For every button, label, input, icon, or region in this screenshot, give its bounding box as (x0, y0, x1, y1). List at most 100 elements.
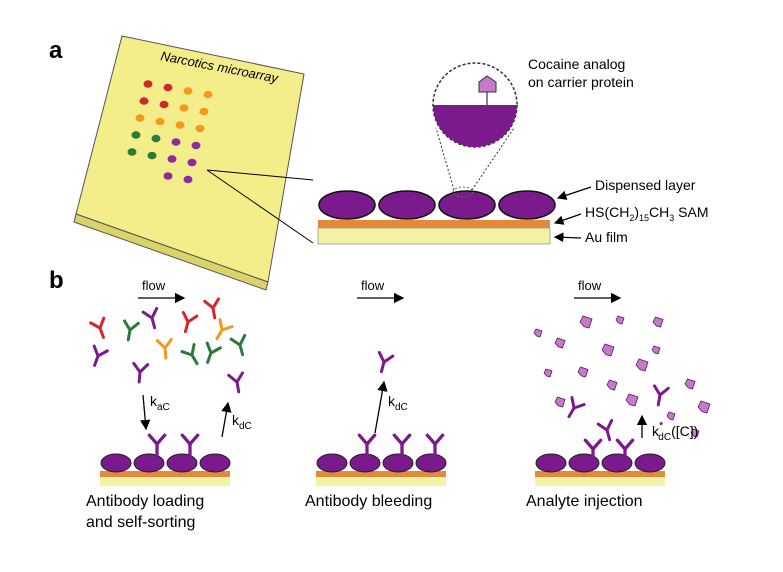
antibody-arm (186, 314, 199, 324)
antibody-arm (583, 438, 595, 451)
analyte-fragment (577, 366, 589, 378)
label-sam: HS(CH2)15CH3 SAM (585, 204, 709, 223)
array-dot (143, 80, 153, 88)
step3-au-film (535, 477, 665, 486)
antibody-arm (652, 384, 662, 397)
antibody-arm (227, 373, 239, 384)
antibody-arm (163, 337, 173, 350)
step3-spot (535, 453, 567, 473)
antibody-stem (98, 326, 105, 339)
antibody-arm (382, 354, 395, 364)
analyte-fragment (579, 315, 593, 329)
antibody-arm (623, 438, 635, 451)
au-film-layer (317, 227, 551, 245)
antibody-arm (147, 433, 159, 446)
antibody-arm (238, 333, 247, 347)
step3-off-rate: k*dC([C]) (652, 420, 698, 443)
array-dot (127, 148, 137, 156)
step1-on-rate: kaC (150, 393, 170, 413)
antibody-icon (652, 384, 670, 407)
step2-sam (316, 471, 446, 477)
analyte-fragment (652, 316, 664, 328)
antibody-icon (181, 310, 199, 334)
antibody-arm (92, 344, 100, 358)
analyte-fragment (554, 396, 566, 408)
antibody-icon (89, 316, 106, 339)
antibody-icon (203, 297, 221, 320)
antibody-arm (150, 306, 159, 320)
zoom-label-line2: on carrier protein (528, 74, 634, 90)
array-dot (183, 87, 193, 95)
array-dot (179, 104, 189, 112)
antibody-stem (93, 354, 100, 367)
array-dot (199, 107, 209, 116)
antibody-arm (220, 325, 234, 332)
microarray-dots (127, 80, 213, 184)
step1-off-rate: kdC (232, 412, 252, 432)
dispensed-arrow (556, 186, 592, 200)
array-dot (191, 141, 201, 150)
antibody-arm (357, 433, 369, 446)
antibody-arm (180, 350, 194, 357)
microarray-chip: Narcotics microarray (73, 35, 305, 291)
array-dot (135, 114, 145, 122)
antibody-arm (181, 310, 190, 324)
antibody-arm (96, 349, 109, 358)
antibody-arm (211, 297, 221, 310)
step3-spot (634, 453, 666, 473)
zoom-line-bottom (206, 169, 314, 244)
analyte-fragment (606, 379, 618, 391)
step1-caption-line1: Antibody loading (86, 493, 204, 510)
zoom-source-ring (452, 186, 474, 198)
array-dot (187, 158, 197, 167)
antibody-icon (229, 333, 247, 357)
antibody-stem (235, 380, 241, 394)
antibody-arm (433, 433, 445, 446)
antibody-icon (227, 371, 245, 394)
antibody-arm (392, 433, 404, 446)
antibody-arm (658, 386, 670, 397)
antibody-stem (206, 351, 213, 364)
antibody-arm (365, 433, 377, 446)
antibody-icon (615, 438, 635, 462)
step1-on-arrow (140, 394, 151, 431)
antibody-arm (141, 310, 154, 320)
array-dot (159, 100, 169, 109)
step1-sam (100, 471, 230, 477)
antibody-arm (615, 438, 627, 451)
antibodies (89, 297, 670, 462)
analyte-fragment (543, 368, 553, 378)
step2-flow-label: flow (361, 278, 385, 293)
analyte-fragment (601, 343, 615, 357)
antibody-icon (377, 350, 395, 374)
step2-off-arrow (374, 380, 388, 434)
antibody-icon (92, 344, 109, 367)
antibody-arm (155, 339, 167, 350)
panel-a-letter: a (49, 37, 63, 64)
step1-caption-line2: and self-sorting (86, 514, 195, 531)
antibody-stem (137, 370, 142, 384)
step2-spot (349, 453, 381, 473)
analyte-fragment (684, 378, 696, 390)
dispensed-spot-3 (438, 190, 496, 220)
step1-spot (166, 453, 198, 473)
step3-caption: Analyte injection (526, 493, 643, 510)
sam-layer (318, 220, 550, 228)
antibody-arm (596, 422, 609, 432)
antibody-icon (567, 396, 586, 419)
array-dot (163, 172, 173, 180)
antibody-icon (357, 433, 377, 457)
antibody-stem (190, 353, 199, 366)
antibody-stem (183, 320, 190, 334)
antibody-arm (98, 316, 106, 330)
dispensed-spot-1 (318, 190, 376, 220)
antibody-icon (425, 433, 445, 457)
antibody-icon (392, 433, 412, 457)
antibody-arm (132, 361, 142, 374)
antibody-arm (188, 433, 200, 446)
array-dot (147, 151, 157, 160)
antibody-icon (180, 343, 199, 366)
label-dispensed-layer: Dispensed layer (595, 177, 696, 193)
antibody-arm (89, 321, 102, 330)
